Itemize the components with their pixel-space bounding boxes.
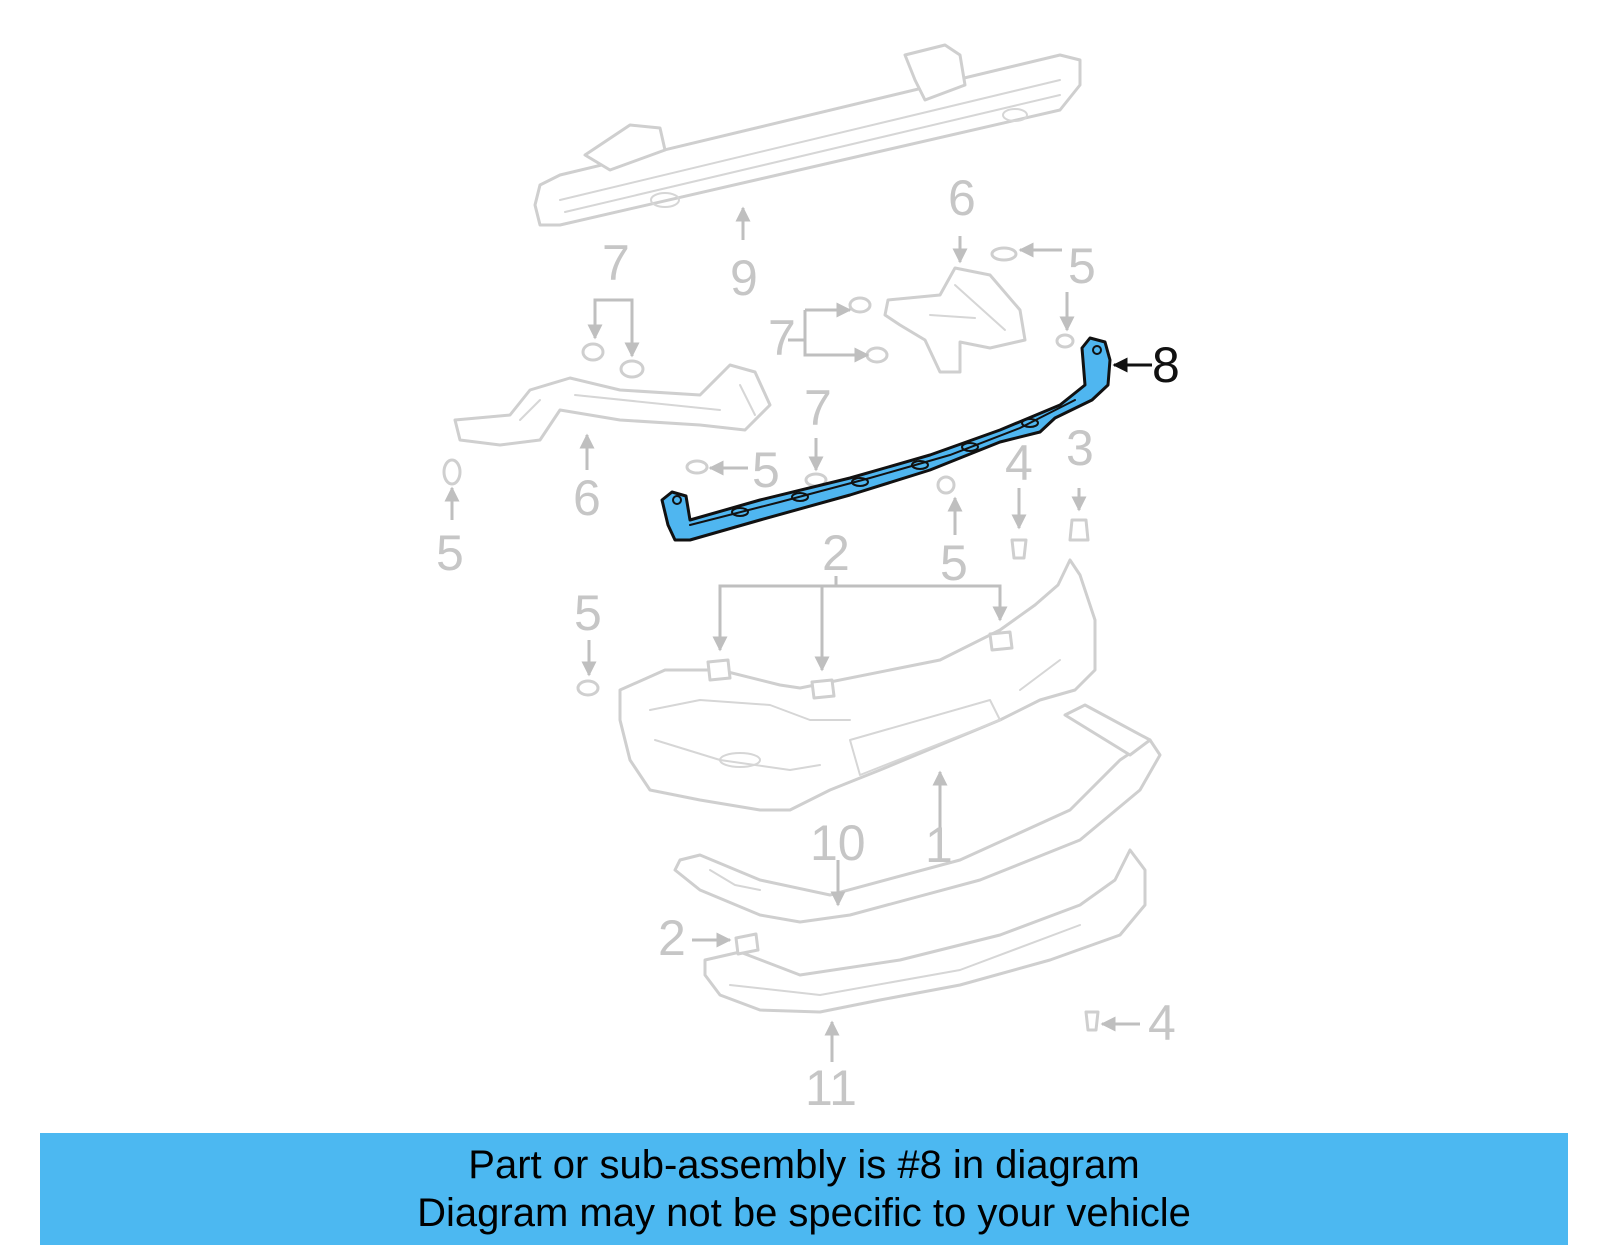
reinforcement-bar-part: [533, 43, 1082, 227]
callout-2-bottom: 2: [658, 910, 686, 966]
nut-2c: [988, 630, 1014, 652]
callout-7-lower: 7: [804, 380, 832, 436]
banner-line-part-number: Part or sub-assembly is #8 in diagram: [468, 1143, 1140, 1187]
callout-1: 1: [925, 817, 953, 873]
bolt-4-top: [1010, 538, 1028, 560]
callout-4-top: 4: [1005, 435, 1033, 491]
clip-7b-2: [865, 346, 889, 364]
callout-8-highlighted: 8: [1152, 337, 1180, 393]
callout-9: 9: [730, 250, 758, 306]
clip-7b-1: [848, 296, 872, 314]
leader-lines: [444, 206, 1152, 1062]
screw-5-top: [990, 246, 1018, 262]
callout-10: 10: [810, 815, 866, 871]
callout-5-bumper: 5: [574, 585, 602, 641]
bolt-4-bottom: [1084, 1010, 1100, 1032]
callout-6-right: 6: [948, 170, 976, 226]
callout-11: 11: [805, 1060, 857, 1116]
callout-labels: 9 6 5 7 7 7 5 6 5 4 3 2 5 5 1 10 2 4 11 …: [436, 170, 1180, 1116]
callout-5-mid: 5: [752, 442, 780, 498]
screw-5-right: [1055, 333, 1075, 349]
fasteners: [442, 246, 1100, 1032]
callout-4-bottom: 4: [1148, 995, 1176, 1051]
nut-2b: [810, 678, 836, 700]
callout-5-center: 5: [940, 535, 968, 591]
bolt-3: [1068, 518, 1090, 542]
clip-7a-1: [581, 342, 605, 362]
callout-7-mid: 7: [768, 310, 796, 366]
callout-3: 3: [1066, 420, 1094, 476]
callout-5-top: 5: [1068, 238, 1096, 294]
banner-line-disclaimer: Diagram may not be specific to your vehi…: [417, 1191, 1191, 1235]
callout-5-left: 5: [436, 525, 464, 581]
nut-2d: [734, 932, 760, 956]
screw-5-center: [936, 475, 956, 495]
lower-absorber-part: [673, 703, 1162, 924]
callout-7-left: 7: [602, 235, 630, 291]
screw-5-mid: [685, 459, 709, 475]
clip-5-left: [576, 679, 600, 697]
callout-2-top: 2: [822, 525, 850, 581]
bumper-cover-part: [618, 558, 1097, 812]
callout-6-left: 6: [573, 470, 601, 526]
nut-2a: [706, 658, 732, 682]
lower-valance-part: [703, 848, 1147, 1014]
info-banner: Part or sub-assembly is #8 in diagram Di…: [40, 1133, 1568, 1245]
clip-5a: [442, 458, 462, 486]
highlighted-bumper-retainer-part[interactable]: [660, 336, 1112, 542]
right-guide-bracket-part: [883, 266, 1027, 374]
clip-7a-2: [619, 359, 645, 379]
left-guide-bracket-part: [453, 363, 772, 447]
